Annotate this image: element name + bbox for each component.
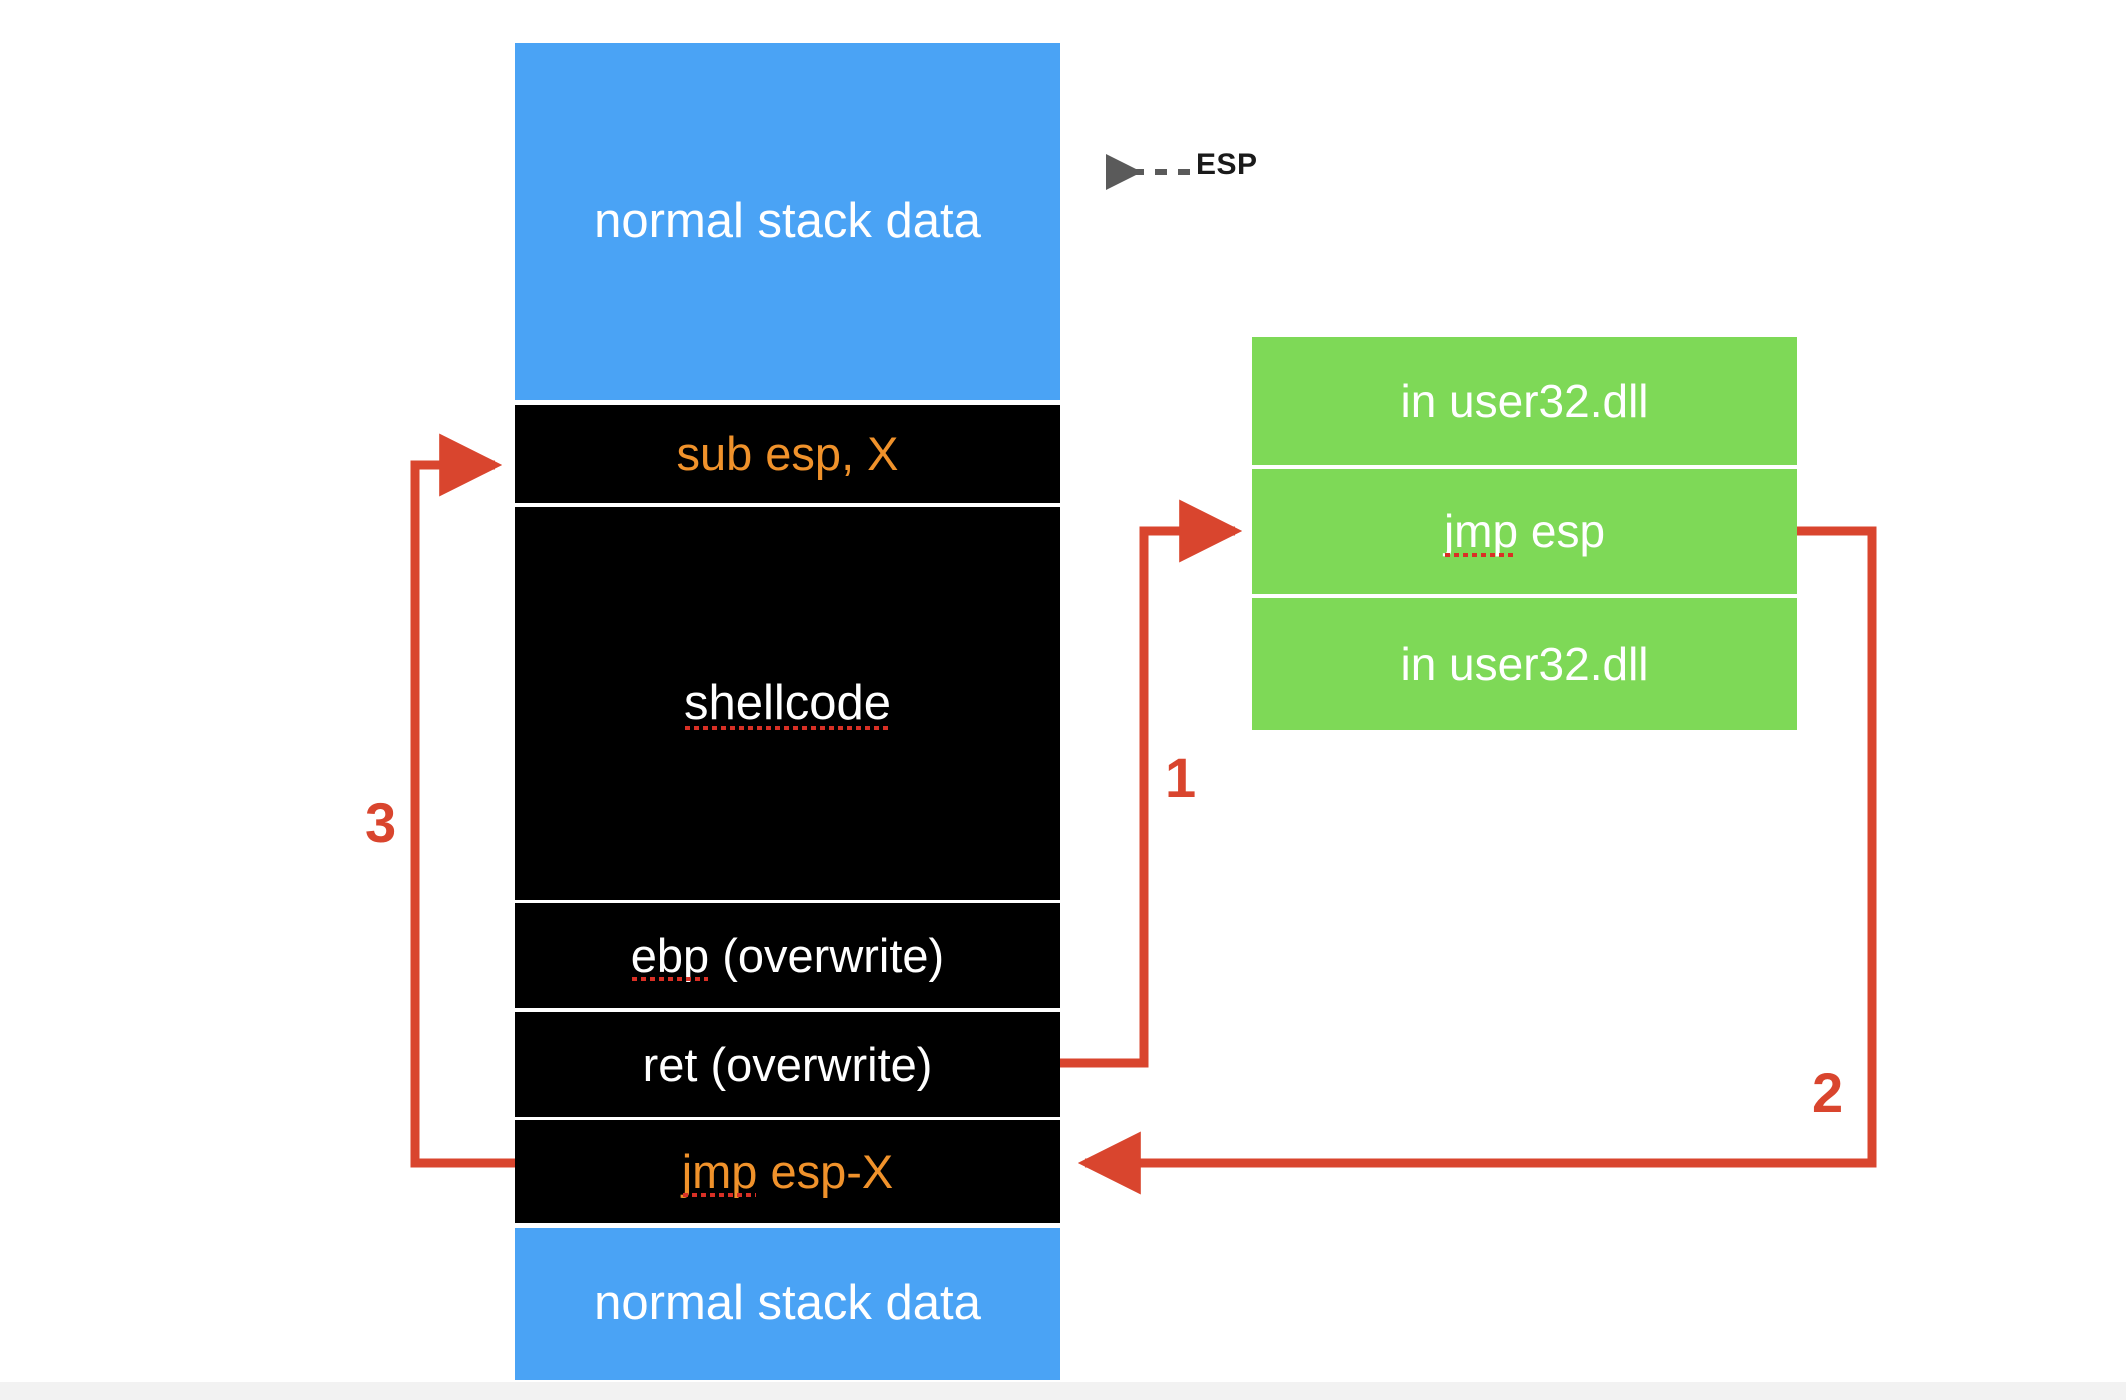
jmp-misspelled-token: jmp [1443,505,1519,558]
dll-row-label: in user32.dll [1400,374,1649,427]
stack-row-label: ret (overwrite) [642,1037,933,1091]
dll-row-label: jmp esp [1443,505,1606,558]
flow-arrow-3 [410,433,515,1168]
stack-row-label: jmp esp-X [681,1144,894,1198]
dll-row-label: in user32.dll [1400,637,1649,690]
stack-row-sub-esp-x: sub esp, X [515,405,1060,503]
stack-row-label: ebp (overwrite) [630,928,945,982]
stack-row-normal-stack-top: normal stack data [515,43,1060,400]
stack-row-label: normal stack data [594,193,981,248]
jmp-suffix: esp-X [757,1144,894,1198]
stack-row-jmp-esp-x: jmp esp-X [515,1120,1060,1223]
ebp-suffix: (overwrite) [709,928,945,982]
bottom-strip [0,1382,2126,1400]
stack-row-label: normal stack data [594,1276,981,1331]
flow-step-number-2: 2 [1812,1061,1844,1124]
stack-row-shellcode: shellcode [515,507,1060,900]
esp-dashed-arrow-icon [1106,154,1190,190]
jmp-esp-suffix: esp [1518,505,1606,558]
flow-step-number-3: 3 [365,791,397,854]
stack-row-label: sub esp, X [676,427,899,481]
stack-row-ebp-overwrite: ebp (overwrite) [515,903,1060,1008]
dll-row-jmp-esp: jmp esp [1252,469,1797,594]
ebp-misspelled-token: ebp [630,928,710,982]
stack-row-label: shellcode [683,675,892,731]
jmp-misspelled-token: jmp [681,1144,758,1198]
dll-row-above: in user32.dll [1252,337,1797,465]
dll-row-below: in user32.dll [1252,598,1797,730]
esp-label: ESP [1196,148,1258,181]
stack-row-ret-overwrite: ret (overwrite) [515,1012,1060,1117]
flow-step-number-1: 1 [1165,746,1197,809]
flow-arrow-1 [1060,499,1243,1068]
stack-row-normal-stack-bottom: normal stack data [515,1228,1060,1380]
